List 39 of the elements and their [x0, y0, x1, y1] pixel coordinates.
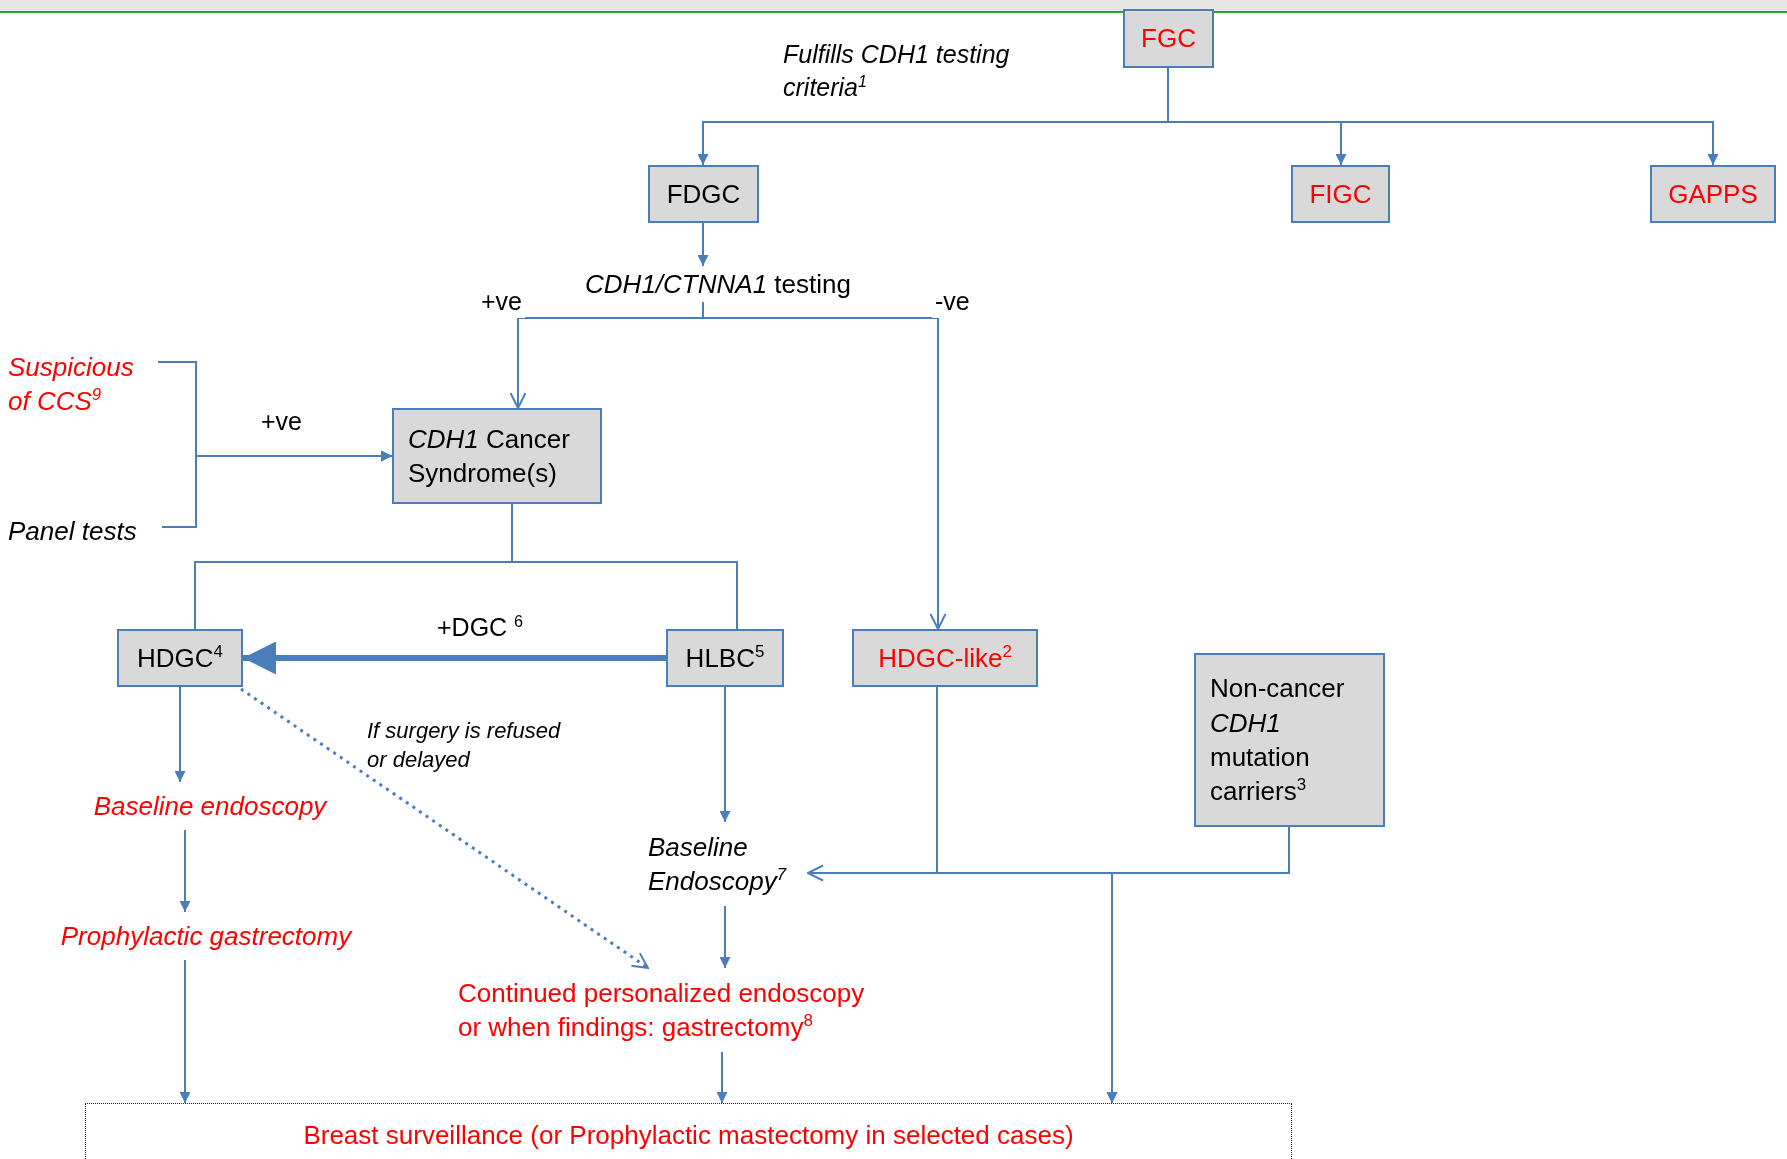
box-label: FIGC	[1309, 177, 1372, 211]
dotted-box	[85, 1103, 1292, 1159]
box-label: Breast surveillance (or Prophylactic mastectomy in selected cases)	[303, 1119, 1074, 1152]
box-label: HDGC$^{4}$	[137, 641, 223, 675]
process-box	[666, 629, 784, 687]
arrow	[702, 301, 947, 630]
box-label: GAPPS	[1668, 177, 1758, 211]
flow-text: Baseline Endoscopy$^{7}$	[648, 822, 808, 906]
arrow	[174, 686, 186, 783]
arrow	[179, 829, 191, 913]
box-label: FGC	[1141, 22, 1196, 56]
connector-line	[511, 503, 738, 630]
arrow	[243, 641, 666, 675]
flow-text: Panel tests	[8, 512, 162, 550]
process-box	[1291, 165, 1390, 223]
flow-text: Baseline endoscopy	[78, 782, 342, 830]
box-label: HLBC$^{5}$	[685, 641, 765, 675]
arrow	[719, 905, 731, 969]
arrow	[161, 450, 393, 528]
flow-text: Prophylactic gastrectomy	[36, 912, 376, 960]
arrow	[716, 1051, 728, 1104]
process-box	[852, 629, 1038, 687]
process-box	[392, 408, 602, 504]
process-box	[648, 165, 759, 223]
box-label: FDGC	[666, 177, 741, 211]
box-label: HDGC-like$^{2}$	[878, 641, 1012, 675]
process-box	[1194, 653, 1385, 827]
process-box	[117, 629, 243, 687]
process-box	[1650, 165, 1776, 223]
box-label: CDH1 Cancer Syndrome(s)	[408, 422, 571, 490]
arrow	[179, 959, 191, 1104]
arrow	[697, 222, 709, 267]
box-label: Non-cancer CDH1 mutation carriers$^{3}$	[1210, 672, 1346, 809]
arrow	[719, 686, 731, 823]
flow-text: Suspicious of CCS$^{9}$	[8, 346, 158, 422]
flow-text: CDH1/CTNNA1 testing	[566, 266, 870, 302]
process-box	[1123, 9, 1214, 68]
flow-text: Continued personalized endoscopy or when findings: gastrectomy$^{8}$	[458, 968, 883, 1052]
arrow	[240, 687, 649, 970]
